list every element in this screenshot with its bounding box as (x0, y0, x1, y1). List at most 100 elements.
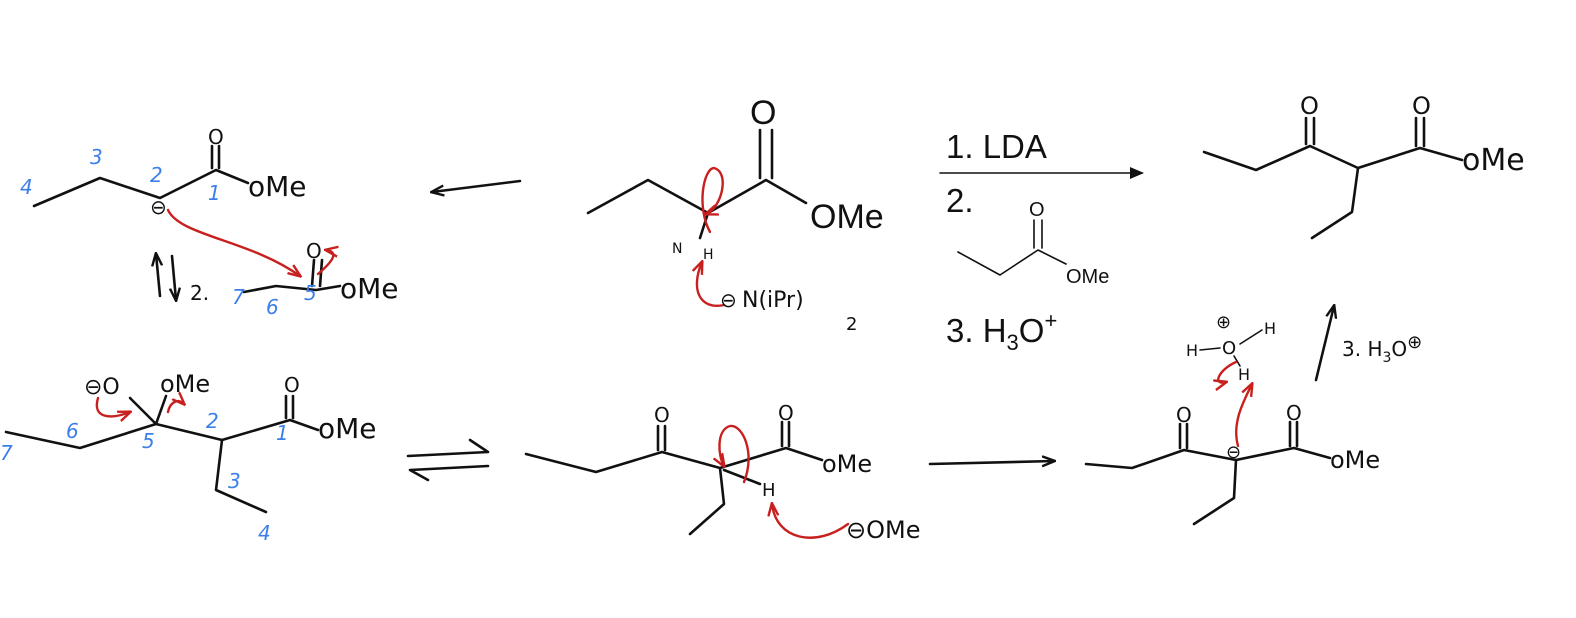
equilibrium-up (156, 254, 160, 298)
tetra-carbonyl-oxygen: O (284, 373, 300, 397)
keto-ethyl-branch (688, 466, 726, 536)
workup-step: 3. H3O⊕ (1314, 306, 1422, 382)
final-methoxy: oMe (1330, 446, 1380, 474)
reactant-alpha-h-bond (698, 211, 710, 240)
reactant-ester: O OMe N H ⊖ N(iPr) 2 (586, 94, 884, 335)
keto-alpha-h-bond (722, 468, 762, 486)
tetra-ethyl-branch (214, 438, 268, 514)
claisen-product: O O oMe (1202, 92, 1525, 240)
tetra-leaving-methoxy: oMe (160, 370, 210, 398)
lda-subscript: 2 (846, 314, 857, 335)
ester2-carbon-7: 7 (232, 285, 245, 309)
reactant-methoxy-label: OMe (810, 198, 884, 236)
keto-alpha-h: H (762, 480, 776, 501)
ester2-carbon-5: 5 (304, 281, 317, 305)
condition-step-3: 3. H3O+ (946, 308, 1057, 355)
tetra-carbon-4: 4 (258, 521, 271, 545)
ester2-methoxy: oMe (340, 272, 399, 305)
tetra-carbon-1: 1 (276, 421, 289, 445)
workup-arrow (1314, 306, 1334, 382)
tetra-skeleton (4, 418, 320, 450)
enolate-carbon-2: 2 (150, 163, 163, 187)
hydronium-h-bottom: H (1238, 365, 1250, 384)
keto-ester-oxygen: O (778, 401, 794, 425)
product-skeleton (1202, 144, 1464, 172)
ester2-oxygen: O (306, 239, 322, 263)
equilibrium-down (172, 254, 176, 300)
hydronium-plus: ⊕ (1216, 312, 1231, 333)
enolate-carbanion-minus: ⊖ (150, 195, 167, 219)
final-ester-oxygen: O (1286, 401, 1302, 425)
ester2-pi-arrow (316, 250, 333, 276)
enolate-skeleton (32, 168, 250, 208)
reactant-h-label: H (703, 247, 714, 263)
tetra-carbon-5: 5 (142, 429, 155, 453)
harpoon-forward (406, 438, 490, 458)
final-ethyl-branch (1192, 458, 1238, 526)
ester2-carbonyl-b (318, 258, 324, 288)
hydronium-bond-arrow (1218, 360, 1238, 383)
tetra-c5-o-bond (128, 396, 158, 426)
enolate-methoxy: oMe (248, 170, 307, 203)
enolate-carbon-4: 4 (20, 175, 33, 199)
ester2-carbon-6: 6 (266, 295, 279, 319)
condition-step-1: 1. LDA (946, 128, 1047, 165)
tetra-carbon-7: 7 (0, 441, 13, 465)
final-ketone-oxygen: O (1176, 403, 1192, 427)
final-carbanion-minus: ⊖ (1226, 442, 1241, 463)
tetra-carbon-2: 2 (206, 409, 219, 433)
tetra-alkoxide: ⊖O (84, 375, 120, 400)
product-ketone-oxygen: O (1300, 92, 1319, 120)
product-methoxy: oMe (1462, 143, 1525, 178)
product-ester-oxygen: O (1412, 92, 1431, 120)
reactant-n-label: N (672, 241, 682, 257)
reactant-skeleton (586, 178, 808, 215)
hydronium-bond-right (1239, 329, 1263, 345)
hydronium-h-right: H (1264, 319, 1276, 338)
enolate-attack-arrow (166, 208, 300, 276)
enolate-carbon-3: 3 (90, 145, 103, 169)
methoxide-base: ⊖OMe (846, 516, 920, 544)
enolate-oxygen: O (208, 125, 224, 149)
hydronium-bond-bottom (1233, 355, 1241, 367)
reactant-carbonyl-oxygen: O (750, 94, 776, 132)
hydronium-oxygen: O (1222, 338, 1236, 359)
reagent-oxygen: O (1029, 199, 1045, 221)
final-protonation-arrow (1234, 384, 1252, 448)
keto-ketone-oxygen: O (654, 403, 670, 427)
ester2-skeleton (242, 284, 342, 294)
equilibrium-arrows (406, 438, 490, 482)
product-ethyl-branch (1310, 166, 1360, 240)
keto-skeleton (524, 446, 824, 474)
tetra-carbon-3: 3 (228, 469, 241, 493)
reactant-curved-arrow-ch (701, 166, 724, 234)
arrow-to-enolate (432, 179, 522, 192)
lda-amide-label: N(iPr) (742, 288, 804, 313)
tetrahedral-intermediate: O oMe ⊖O oMe 7 6 5 2 1 3 4 (0, 370, 377, 545)
keto-ch-arrow (719, 424, 750, 484)
ester-enolate: O oMe ⊖ 4 3 2 1 (20, 125, 307, 276)
step-2-label: 2. (190, 281, 209, 305)
arrow-to-final-enolate (928, 461, 1054, 464)
tetra-reform-arrow (95, 396, 130, 416)
final-skeleton (1084, 446, 1332, 470)
lda-minus-sign: ⊖ (720, 288, 737, 312)
reagent-methoxy: OMe (1066, 266, 1109, 288)
tetra-carbon-6: 6 (66, 419, 79, 443)
harpoon-reverse (408, 464, 490, 482)
workup-label: 3. H3O⊕ (1342, 332, 1422, 366)
hydronium-bond-left (1199, 347, 1221, 351)
reagent-ester-skeleton (957, 249, 1067, 276)
enolate-carbon-1: 1 (208, 181, 221, 205)
beta-keto-ester: O O oMe H ⊖OMe (524, 401, 920, 544)
electrophile-ester: 2. O oMe 7 6 5 (156, 239, 399, 319)
keto-methoxy: oMe (822, 450, 872, 478)
ester2-carbonyl-a (310, 258, 316, 288)
keto-methoxide-arrow (772, 504, 850, 539)
reaction-conditions: 1. LDA 2. O OMe 3. H3O+ (939, 128, 1144, 355)
condition-step-2: 2. (946, 182, 974, 219)
hydronium-h-left: H (1186, 341, 1198, 360)
tetra-ester-methoxy: oMe (318, 412, 377, 445)
tetra-leave-arrow (166, 401, 184, 414)
